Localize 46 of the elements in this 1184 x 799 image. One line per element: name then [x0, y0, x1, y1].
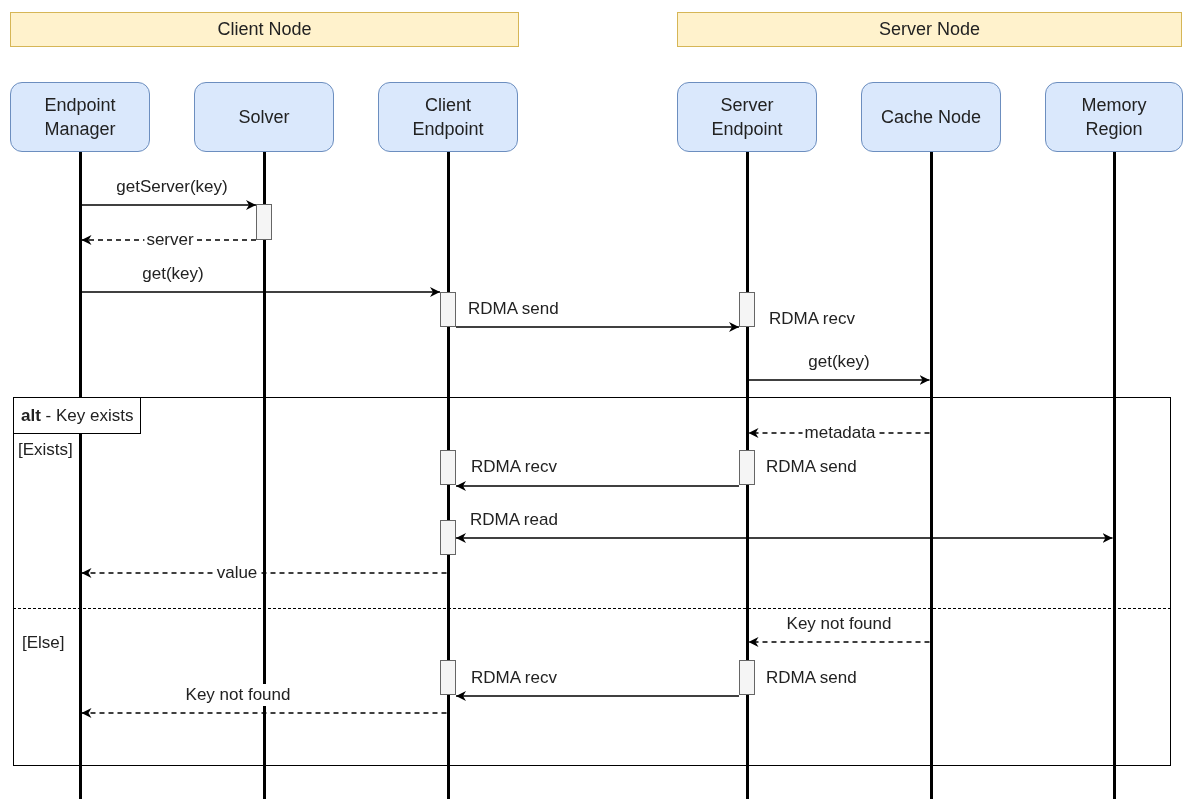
- message-note: RDMA recv: [769, 308, 855, 330]
- message-note: RDMA recv: [471, 667, 557, 689]
- message-arrow: [747, 375, 931, 385]
- message-arrow: [455, 691, 740, 701]
- activation-bar: [256, 204, 272, 240]
- message-note: RDMA send: [766, 667, 857, 689]
- message-arrow: [455, 533, 1114, 543]
- lifeline: [929, 152, 933, 799]
- participant-box: [1045, 82, 1183, 152]
- message-arrow: [80, 287, 441, 297]
- participant-name: Cache Node: [880, 106, 982, 129]
- activation-bar: [739, 660, 755, 695]
- activation-bar: [440, 660, 456, 695]
- participant-box: [677, 82, 817, 152]
- participant-box: [194, 82, 334, 152]
- group-title: Client Node: [217, 18, 312, 41]
- participant-name: Server Endpoint: [710, 94, 784, 141]
- participant-name: Memory Region: [1080, 94, 1148, 141]
- message-arrow: [80, 200, 257, 210]
- participant-name: Solver: [238, 106, 290, 129]
- return-arrow: [80, 568, 448, 578]
- participant-name: Client Endpoint: [411, 94, 485, 141]
- activation-bar: [739, 450, 755, 485]
- message-arrow: [455, 322, 740, 332]
- participant-name: Endpoint Manager: [43, 94, 117, 141]
- message-note: RDMA send: [468, 298, 559, 320]
- group-title: Server Node: [878, 18, 981, 41]
- participant-box: [10, 82, 150, 152]
- group-band: [10, 12, 519, 47]
- guard-label: [Else]: [22, 632, 65, 654]
- activation-bar: [440, 520, 456, 555]
- message-arrow: [455, 481, 740, 491]
- frame-tab: alt - Key exists: [13, 397, 142, 434]
- activation-bar: [739, 292, 755, 327]
- lifeline: [1112, 152, 1116, 799]
- return-arrow: [747, 637, 931, 647]
- message-note: RDMA recv: [471, 456, 557, 478]
- edge-label: Key not found: [183, 684, 293, 706]
- participant-box: [861, 82, 1001, 152]
- activation-bar: [440, 292, 456, 327]
- group-band: [677, 12, 1182, 47]
- participant-box: [378, 82, 518, 152]
- activation-bar: [440, 450, 456, 485]
- guard-label: [Exists]: [18, 439, 73, 461]
- message-note: RDMA send: [766, 456, 857, 478]
- return-arrow: [80, 708, 448, 718]
